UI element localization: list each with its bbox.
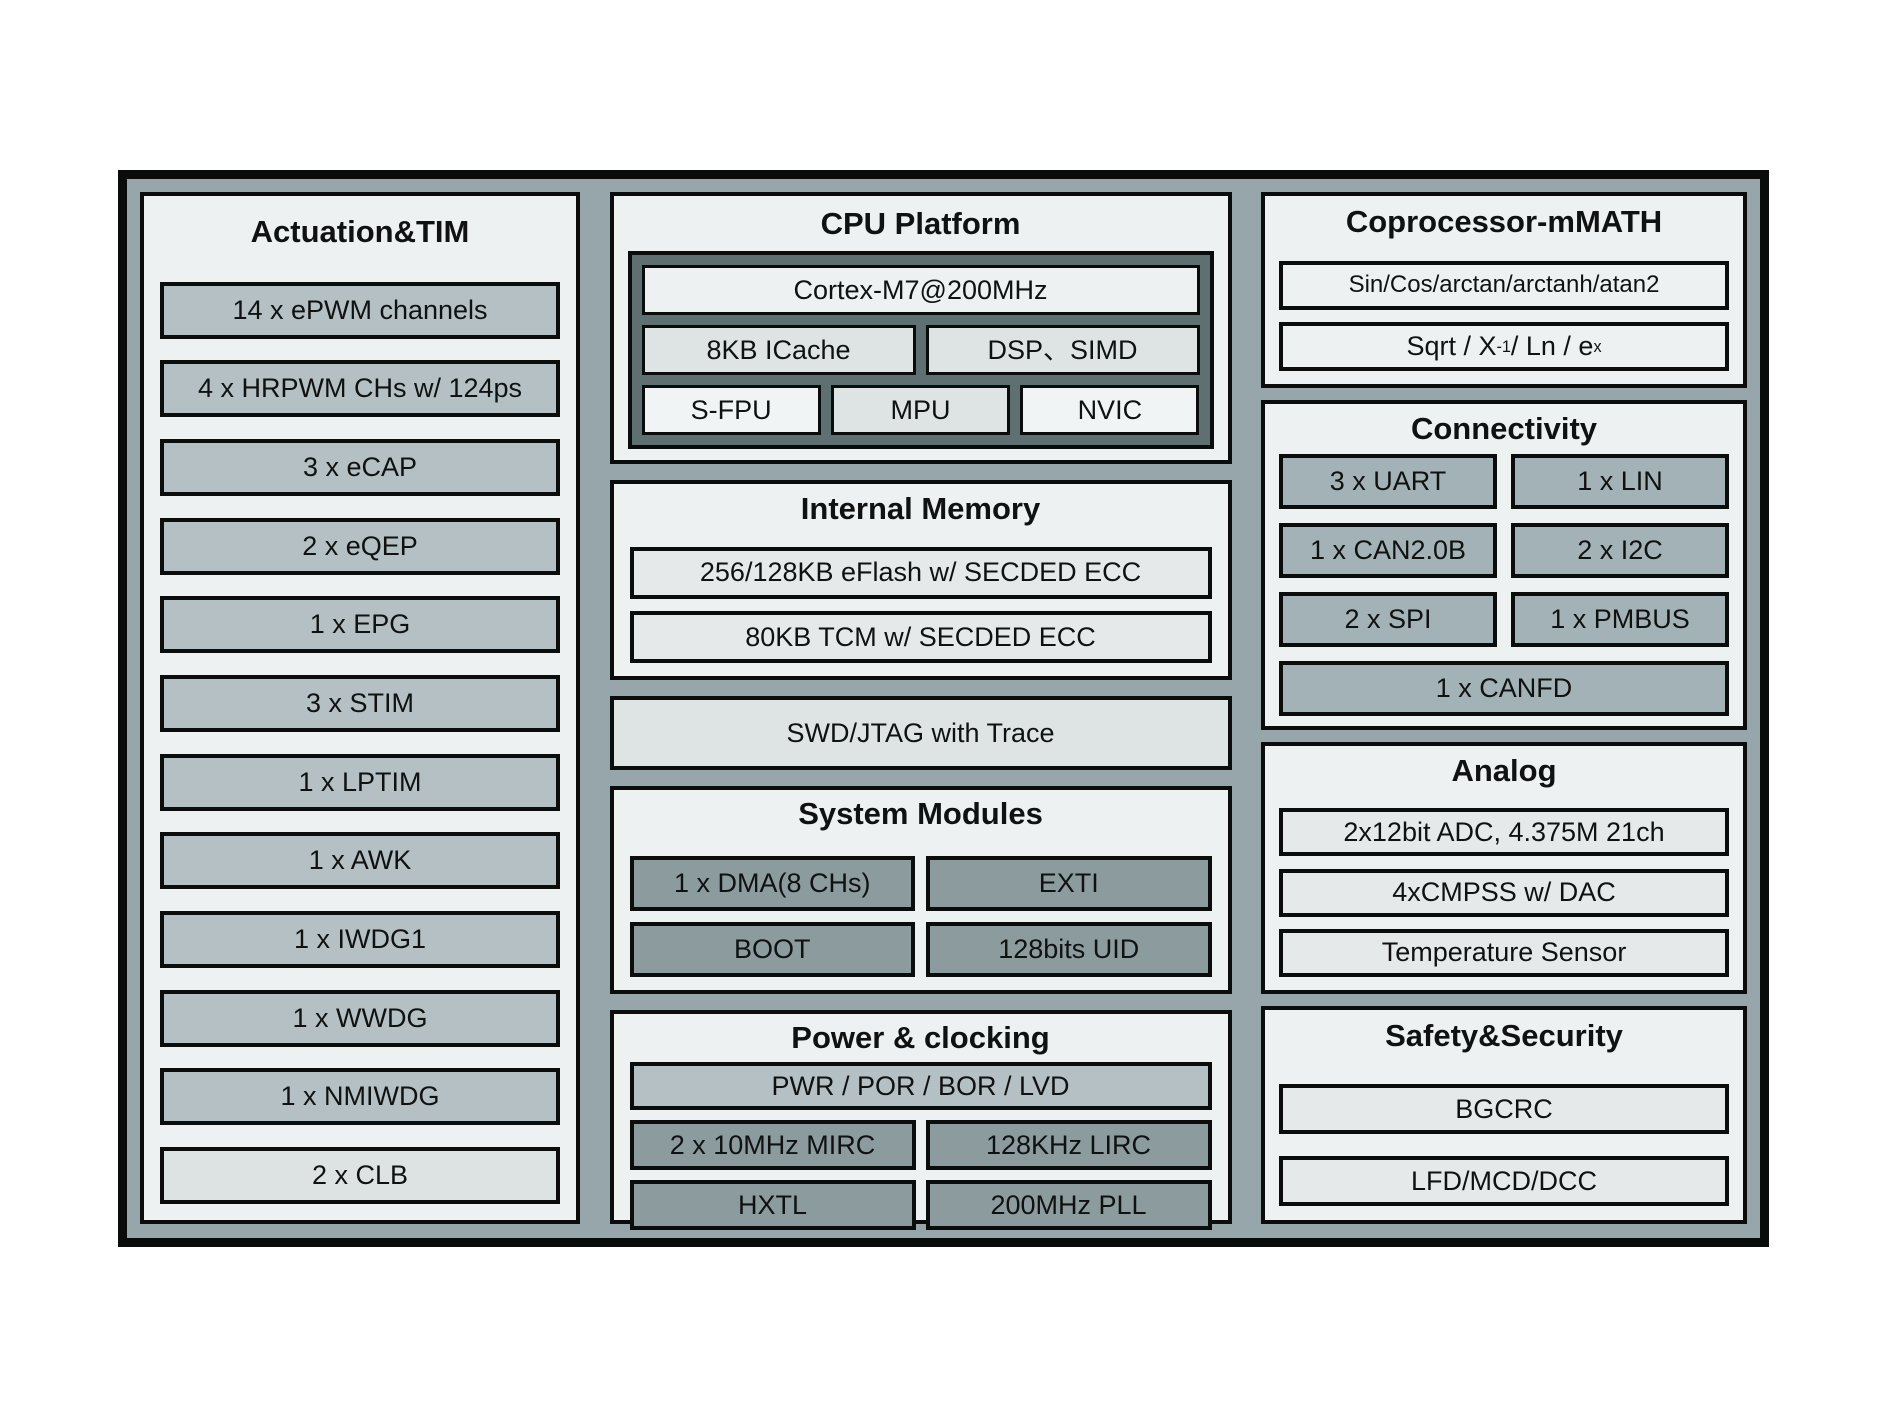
block-uid: 128bits UID [926,922,1212,977]
power-clocking-grid: 2 x 10MHz MIRC 128KHz LIRC HXTL 200MHz P… [629,1120,1212,1230]
block-can20b: 1 x CAN2.0B [1279,523,1497,578]
panel-power-clocking: Power & clocking PWR / POR / BOR / LVD 2… [609,1010,1232,1230]
block-iwdg1: 1 x IWDG1 [160,910,560,968]
panel-cpu-platform: CPU Platform Cortex-M7@200MHz 8KB ICache… [609,192,1232,464]
block-lirc: 128KHz LIRC [925,1120,1212,1170]
block-awk: 1 x AWK [160,832,560,890]
coprocessor-title: Coprocessor-mMATH [1345,204,1663,239]
analog-title: Analog [1451,753,1557,788]
block-pmbus: 1 x PMBUS [1511,592,1729,647]
block-stim: 3 x STIM [160,674,560,732]
block-eflash: 256/128KB eFlash w/ SECDED ECC [629,546,1212,599]
panel-connectivity: Connectivity 3 x UART 1 x LIN 1 x CAN2.0… [1261,400,1747,730]
internal-memory-title: Internal Memory [800,491,1041,526]
block-spi: 2 x SPI [1279,592,1497,647]
block-eqep: 2 x eQEP [160,517,560,575]
block-wwdg: 1 x WWDG [160,989,560,1047]
system-modules-grid: 1 x DMA(8 CHs) EXTI BOOT 128bits UID [629,856,1212,977]
block-canfd: 1 x CANFD [1279,661,1729,716]
block-ecap: 3 x eCAP [160,438,560,496]
block-dma: 1 x DMA(8 CHs) [629,856,915,911]
panel-actuation-tim: Actuation&TIM 14 x ePWM channels 4 x HRP… [140,192,580,1224]
cpu-row-fpu-mpu-nvic: S-FPU MPU NVIC [641,385,1200,435]
block-adc: 2x12bit ADC, 4.375M 21ch [1279,808,1729,857]
cpu-core-frame: Cortex-M7@200MHz 8KB ICache DSP、SIMD S-F… [627,251,1214,449]
block-nmiwdg: 1 x NMIWDG [160,1068,560,1126]
block-epwm-channels: 14 x ePWM channels [160,281,560,339]
block-swd-jtag: SWD/JTAG with Trace [609,696,1232,770]
column-peripherals: Coprocessor-mMATH Sin/Cos/arctan/arctanh… [1261,192,1747,1224]
panel-system-modules: System Modules 1 x DMA(8 CHs) EXTI BOOT … [609,786,1232,994]
block-mpu: MPU [830,385,1011,435]
block-lin: 1 x LIN [1511,454,1729,509]
block-i2c: 2 x I2C [1511,523,1729,578]
block-mirc: 2 x 10MHz MIRC [629,1120,916,1170]
system-modules-title: System Modules [798,796,1043,831]
block-lfd-mcd-dcc: LFD/MCD/DCC [1279,1156,1729,1206]
block-temp-sensor: Temperature Sensor [1279,928,1729,977]
panel-coprocessor: Coprocessor-mMATH Sin/Cos/arctan/arctanh… [1261,192,1747,388]
block-uart: 3 x UART [1279,454,1497,509]
connectivity-title: Connectivity [1410,411,1598,446]
safety-security-title: Safety&Security [1385,1018,1623,1053]
block-clb: 2 x CLB [160,1146,560,1204]
block-trig-functions: Sin/Cos/arctan/arctanh/atan2 [1279,260,1729,310]
connectivity-grid: 3 x UART 1 x LIN 1 x CAN2.0B 2 x I2C 2 x… [1279,454,1729,647]
cpu-platform-title: CPU Platform [820,205,1021,241]
chip-outer-frame: Actuation&TIM 14 x ePWM channels 4 x HRP… [118,170,1769,1247]
cpu-row-cache-dsp: 8KB ICache DSP、SIMD [641,325,1200,375]
block-dsp-simd: DSP、SIMD [925,325,1200,375]
sqrt-text-mid: / Ln / e [1510,331,1594,361]
actuation-title: Actuation&TIM [250,214,470,249]
block-boot: BOOT [629,922,915,977]
column-cpu: CPU Platform Cortex-M7@200MHz 8KB ICache… [609,192,1232,1230]
block-cmpss: 4xCMPSS w/ DAC [1279,868,1729,917]
block-lptim: 1 x LPTIM [160,753,560,811]
column-actuation: Actuation&TIM 14 x ePWM channels 4 x HRP… [140,192,580,1224]
block-nvic: NVIC [1020,385,1200,435]
block-pwr-por-bor-lvd: PWR / POR / BOR / LVD [629,1062,1212,1110]
block-sfpu: S-FPU [641,385,821,435]
panel-analog: Analog 2x12bit ADC, 4.375M 21ch 4xCMPSS … [1261,742,1747,994]
block-tcm: 80KB TCM w/ SECDED ECC [629,611,1212,663]
block-bgcrc: BGCRC [1279,1084,1729,1134]
block-cortex-m7: Cortex-M7@200MHz [641,265,1200,315]
block-hxtl: HXTL [629,1180,916,1230]
power-clocking-title: Power & clocking [791,1020,1050,1055]
block-hrpwm: 4 x HRPWM CHs w/ 124ps [160,360,560,418]
panel-safety-security: Safety&Security BGCRC LFD/MCD/DCC [1261,1006,1747,1224]
block-pll: 200MHz PLL [925,1180,1212,1230]
panel-internal-memory: Internal Memory 256/128KB eFlash w/ SECD… [609,480,1232,680]
block-epg: 1 x EPG [160,596,560,654]
block-icache: 8KB ICache [641,325,916,375]
block-exti: EXTI [926,856,1212,911]
sqrt-text-pre: Sqrt / X [1406,331,1497,361]
